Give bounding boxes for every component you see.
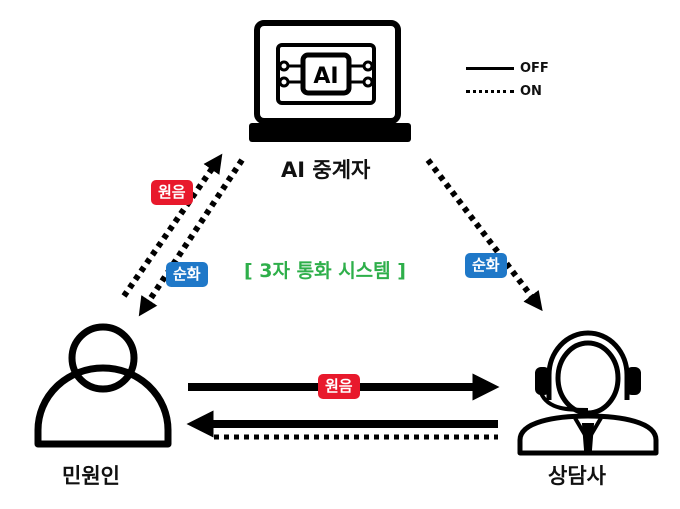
laptop-ai-icon [249, 20, 411, 142]
legend-off-label: OFF [520, 61, 549, 76]
badge-original-middle: 원음 [318, 374, 360, 399]
legend-dotted-line [466, 90, 514, 93]
ai-chip-text: AI [313, 64, 338, 89]
ai-relay-label: AI 중계자 [281, 158, 371, 182]
badge-refined-right: 순화 [465, 253, 507, 278]
legend-solid-line [466, 67, 514, 70]
agent-label: 상담사 [548, 464, 606, 488]
badge-original-left: 원음 [151, 180, 193, 205]
citizen-to-ai-arrow [121, 153, 223, 298]
ai-to-agent-arrow [425, 158, 543, 312]
badge-refined-left: 순화 [166, 262, 208, 287]
system-title: [ 3자 통화 시스템 ] [244, 260, 406, 282]
legend-off: OFF [466, 62, 549, 75]
headset-agent-icon [517, 330, 659, 456]
legend-on-label: ON [520, 84, 542, 99]
citizen-label: 민원인 [62, 464, 120, 488]
person-icon [34, 323, 172, 448]
legend-on: ON [466, 85, 542, 98]
agent-to-citizen-arrow [186, 410, 498, 440]
